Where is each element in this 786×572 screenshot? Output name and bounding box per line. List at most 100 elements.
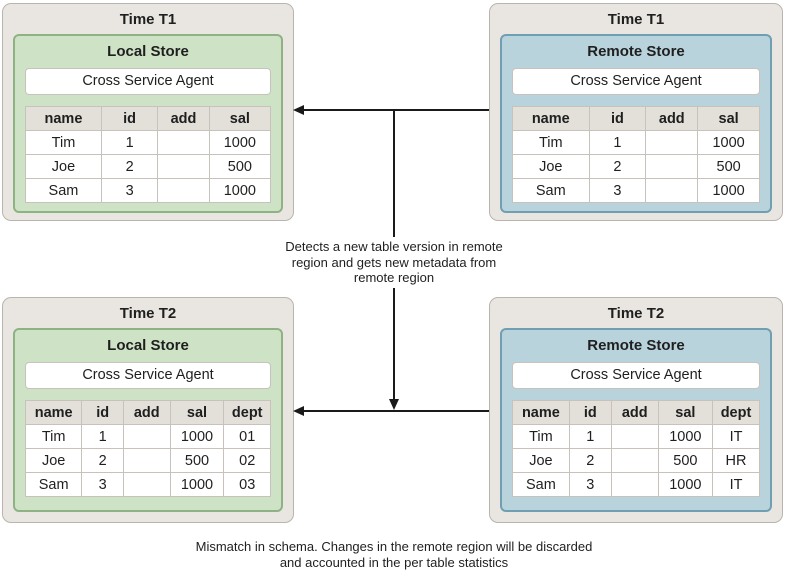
table-cell [157,130,210,155]
table-cell: HR [712,448,760,473]
table-cell: Joe [512,448,570,473]
table-cell: 2 [81,448,124,473]
table-cell [645,130,699,155]
time-label: Time T1 [607,11,665,28]
table-cell: 500 [169,448,225,473]
column-header: name [512,400,570,425]
panel-t1-local-store: Time T1 Local Store Cross Service Agent … [2,3,294,221]
table-cell: Tim [512,130,590,155]
store-label: Local Store [107,337,189,354]
table-cell: 500 [657,448,714,473]
table-cell [610,448,659,473]
column-header: add [122,400,171,425]
arrow-down-head-icon [389,399,399,410]
time-label: Time T2 [607,305,665,322]
table-cell: Sam [24,472,83,497]
table-cell: 2 [568,448,612,473]
table-cell [122,424,171,449]
cross-service-agent-bar: Cross Service Agent [25,362,271,389]
table-cell [610,424,659,449]
agent-label: Cross Service Agent [570,367,702,383]
table-cell [122,472,171,497]
column-header: name [25,106,102,131]
table-cell: 3 [588,178,647,203]
table-cell: Joe [512,154,590,179]
table-cell: Sam [512,472,570,497]
table-cell: Tim [512,424,570,449]
panel-t2-remote-store: Time T2 Remote Store Cross Service Agent… [489,297,783,523]
column-header: name [512,106,590,131]
time-label: Time T2 [119,305,177,322]
table-cell: 1000 [657,472,714,497]
column-header: dept [712,400,760,425]
table-cell [122,448,171,473]
table-cell: 1 [568,424,612,449]
table-cell: 500 [208,154,272,179]
table-cell: 2 [588,154,647,179]
column-header: id [588,106,647,131]
table-cell: 02 [223,448,271,473]
column-header: dept [223,400,271,425]
agent-label: Cross Service Agent [570,73,702,89]
table-cell: 1000 [657,424,714,449]
cross-service-agent-bar: Cross Service Agent [512,68,760,95]
connector-vertical-upper [393,110,395,237]
table-cell: Sam [25,178,102,203]
table-cell: Sam [512,178,590,203]
store-label: Remote Store [587,43,685,60]
table-cell [157,178,210,203]
mismatch-annotation: Mismatch in schema. Changes in the remot… [195,539,593,570]
sync-annotation: Detects a new table version in remote re… [285,239,503,285]
arrow-t2-remote-to-local-shaft [302,410,489,412]
agent-label: Cross Service Agent [82,73,214,89]
column-header: id [81,400,124,425]
table-cell: 1 [100,130,159,155]
table-cell: IT [712,472,760,497]
table-cell: Joe [25,154,102,179]
cross-service-agent-bar: Cross Service Agent [25,68,271,95]
table-cell: IT [712,424,760,449]
column-header: sal [169,400,225,425]
table-cell: 2 [100,154,159,179]
table-cell: 3 [81,472,124,497]
table-cell: 03 [223,472,271,497]
store-label: Remote Store [587,337,685,354]
agent-label: Cross Service Agent [82,367,214,383]
column-header: add [157,106,210,131]
table-cell: Tim [24,424,83,449]
column-header: name [24,400,83,425]
table-cell: Joe [24,448,83,473]
table-cell [645,154,699,179]
time-label: Time T1 [119,11,177,28]
table-cell: 3 [100,178,159,203]
column-header: id [100,106,159,131]
table-cell: 1 [81,424,124,449]
store-label: Local Store [107,43,189,60]
connector-vertical-lower [393,288,395,399]
table-cell: 1000 [169,424,225,449]
